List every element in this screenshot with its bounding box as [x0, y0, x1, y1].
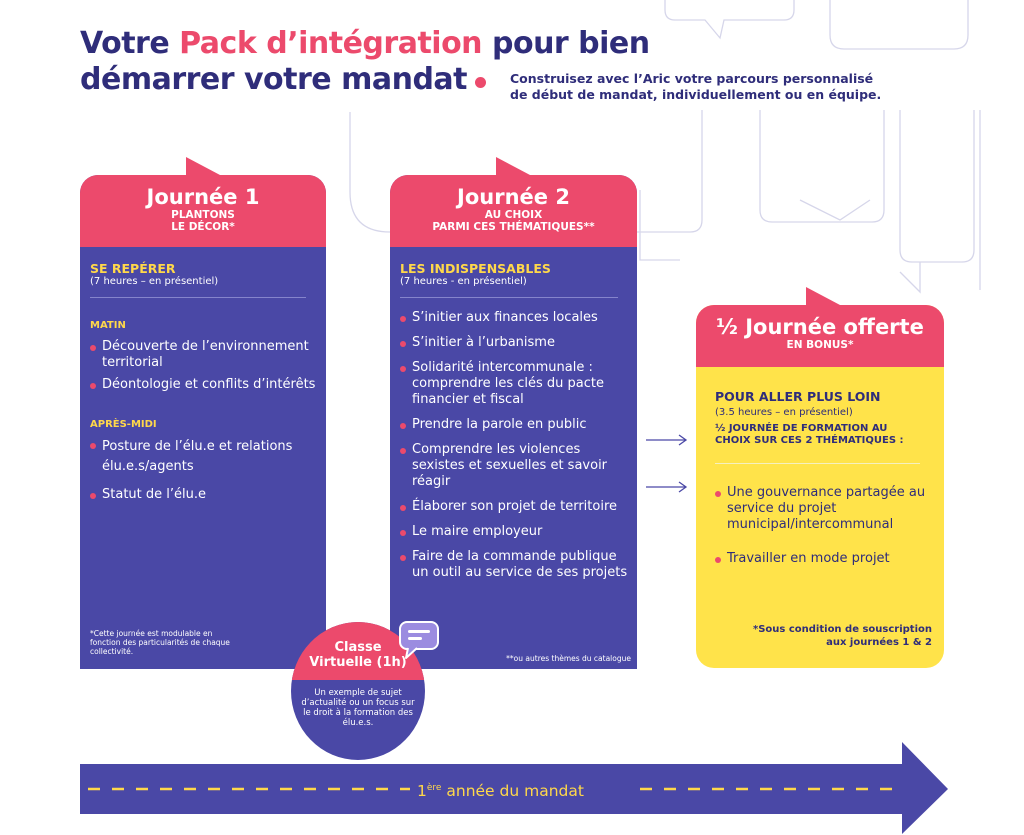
arrow-right-icon	[646, 481, 688, 493]
day2-section-meta: (7 heures - en présentiel)	[400, 276, 527, 287]
bonus-footnote-line1: *Sous condition de souscription	[753, 624, 932, 635]
bonus-body: POUR ALLER PLUS LOIN (3.5 heures – en pr…	[715, 390, 940, 567]
day1-afternoon-list: Posture de l’élu.e et relations élu.e.s/…	[90, 439, 320, 503]
page-title-line2: démarrer votre mandat	[80, 62, 980, 98]
day2-section-title: LES INDISPENSABLES	[400, 261, 551, 276]
day2-card: Journée 2 AU CHOIX PARMI CES THÉMATIQUES…	[390, 157, 637, 669]
bonus-section-title: POUR ALLER PLUS LOIN	[715, 389, 881, 404]
list-item: Découverte de l’environnement territoria…	[90, 339, 320, 371]
day1-morning-list: Découverte de l’environnement territoria…	[90, 339, 320, 393]
page-title-line1: Votre Pack d’intégration pour bien	[80, 26, 980, 62]
day1-sub1: PLANTONS	[171, 209, 235, 221]
bonus-header: ½ Journée offerte EN BONUS*	[696, 287, 944, 367]
day2-sub2: PARMI CES THÉMATIQUES**	[432, 221, 595, 233]
subtitle-line2: de début de mandat, individuellement ou …	[510, 87, 882, 102]
list-item: Élaborer son projet de territoire	[400, 499, 632, 515]
bonus-sub: EN BONUS*	[786, 339, 854, 351]
day1-morning-label: MATIN	[90, 320, 126, 331]
day1-footnote: *Cette journée est modulable en fonction…	[90, 629, 230, 656]
list-item: Une gouvernance partagée au service du p…	[715, 485, 940, 533]
title-part1: Votre	[80, 26, 180, 61]
day2-list: S’initier aux finances locales S’initier…	[400, 310, 632, 581]
bonus-divider	[715, 463, 920, 464]
list-item: Prendre la parole en public	[400, 417, 632, 433]
list-item: Travailler en mode projet	[715, 551, 940, 567]
list-item: Le maire employeur	[400, 524, 632, 540]
virtual-class-title-line1: Classe	[334, 640, 382, 655]
day1-sub2: LE DÉCOR*	[171, 221, 235, 233]
virtual-class-bubble: Classe Virtuelle (1h) Un exemple de suje…	[291, 622, 425, 760]
day1-section-meta: (7 heures – en présentiel)	[90, 276, 219, 287]
day1-body: SE REPÉRER (7 heures – en présentiel) MA…	[90, 262, 320, 503]
title-accent: Pack d’intégration	[179, 26, 483, 61]
bonus-notch	[806, 287, 840, 305]
bonus-choice-line2: CHOIX SUR CES 2 THÉMATIQUES :	[715, 435, 904, 446]
timeline-arrow	[80, 742, 948, 834]
day2-header: Journée 2 AU CHOIX PARMI CES THÉMATIQUES…	[390, 157, 637, 247]
day2-title: Journée 2	[457, 185, 570, 209]
list-item: Faire de la commande publique un outil a…	[400, 549, 632, 581]
day1-notch	[186, 157, 220, 175]
subtitle-line1: Construisez avec l’Aric votre parcours p…	[510, 71, 874, 86]
list-item: S’initier aux finances locales	[400, 310, 632, 326]
day2-body: LES INDISPENSABLES (7 heures - en présen…	[400, 262, 632, 581]
day1-divider	[90, 297, 306, 298]
day1-title: Journée 1	[146, 185, 260, 209]
title-dot	[475, 77, 487, 88]
bonus-section-meta: (3.5 heures – en présentiel)	[715, 407, 853, 418]
virtual-class-title-line2: Virtuelle (1h)	[309, 655, 407, 670]
title-line2: démarrer votre mandat	[80, 62, 468, 97]
header: Votre Pack d’intégration pour bien démar…	[80, 26, 980, 98]
day1-afternoon-label: APRÈS-MIDI	[90, 419, 157, 430]
virtual-class-text: Un exemple de sujet d’actualité ou un fo…	[301, 688, 415, 728]
list-item: Comprendre les violences sexistes et sex…	[400, 442, 632, 490]
bonus-title: ½ Journée offerte	[716, 315, 924, 339]
bonus-card: ½ Journée offerte EN BONUS* POUR ALLER P…	[696, 287, 944, 668]
day1-section-title: SE REPÉRER	[90, 261, 176, 276]
timeline-number: 1	[417, 782, 427, 801]
list-item: Solidarité intercommunale : comprendre l…	[400, 360, 632, 408]
list-item: Statut de l’élu.e	[90, 487, 320, 503]
list-item: Posture de l’élu.e et relations élu.e.s/…	[90, 437, 320, 477]
day2-notch	[496, 157, 530, 175]
bonus-footnote-line2: aux journées 1 & 2	[826, 637, 932, 648]
timeline-label-rest: année du mandat	[441, 782, 584, 801]
day2-footnote: **ou autres thèmes du catalogue	[506, 654, 631, 663]
chat-bubble-icon	[399, 621, 439, 659]
day1-header: Journée 1 PLANTONS LE DÉCOR*	[80, 157, 326, 247]
day2-sub1: AU CHOIX	[484, 209, 543, 221]
bonus-list: Une gouvernance partagée au service du p…	[715, 485, 940, 567]
arrow-right-icon	[646, 434, 688, 446]
title-part2: pour bien	[482, 26, 650, 61]
list-item: Déontologie et conflits d’intérêts	[90, 377, 320, 393]
day2-divider	[400, 297, 618, 298]
timeline-label: 1ère année du mandat	[417, 778, 584, 801]
subtitle: Construisez avec l’Aric votre parcours p…	[510, 71, 960, 103]
bonus-choice-line1: ½ JOURNÉE DE FORMATION AU	[715, 423, 888, 434]
list-item: S’initier à l’urbanisme	[400, 335, 632, 351]
timeline-sup: ère	[426, 783, 442, 793]
bonus-footnote: *Sous condition de souscription aux jour…	[753, 623, 932, 649]
day1-card: Journée 1 PLANTONS LE DÉCOR* SE REPÉRER …	[80, 157, 326, 669]
